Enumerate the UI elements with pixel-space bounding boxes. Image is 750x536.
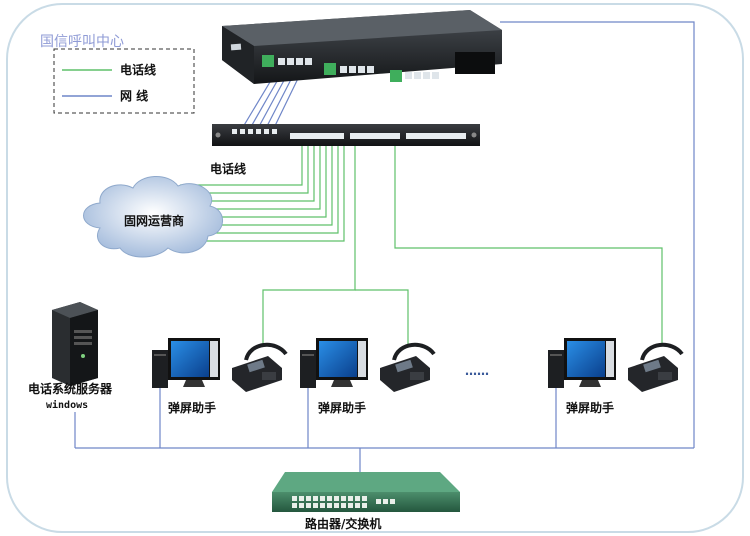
server-label: 电话系统服务器 [28, 381, 113, 396]
router-label: 路由器/交换机 [305, 516, 381, 531]
ip-phone-3 [628, 343, 684, 392]
patch-panel [212, 124, 480, 146]
ip-phone-2 [380, 343, 436, 392]
carrier-cloud: 固网运营商 [83, 176, 223, 258]
diagram-border [6, 3, 744, 533]
phone-lines [180, 145, 663, 345]
legend-box [53, 48, 195, 114]
phone-system-server [52, 302, 98, 386]
client-label-1: 弹屏助手 [168, 400, 216, 415]
router-switch: 路由器/交换机 [272, 472, 460, 531]
diagram-title: 国信呼叫中心 [40, 34, 124, 50]
workstation-3 [548, 338, 684, 392]
pc-tower-1 [152, 350, 168, 388]
workstation-2 [300, 338, 436, 392]
client-label-3: 弹屏助手 [566, 400, 614, 415]
voice-gateway-device [222, 10, 502, 84]
phone-line-label: 电话线 [210, 161, 246, 176]
more-clients-ellipsis: …… [465, 364, 489, 378]
pc-tower-2 [300, 350, 316, 388]
ip-phone-1 [232, 343, 288, 392]
legend-network-line-label: 网 线 [120, 88, 148, 103]
legend-phone-line-label: 电话线 [120, 62, 156, 77]
client-label-2: 弹屏助手 [318, 400, 366, 415]
pc-tower-3 [548, 350, 564, 388]
workstation-1 [152, 338, 288, 392]
legend: 电话线 网 线 [53, 48, 195, 114]
carrier-label: 固网运营商 [124, 213, 184, 228]
server-os-label: windows [46, 399, 88, 411]
